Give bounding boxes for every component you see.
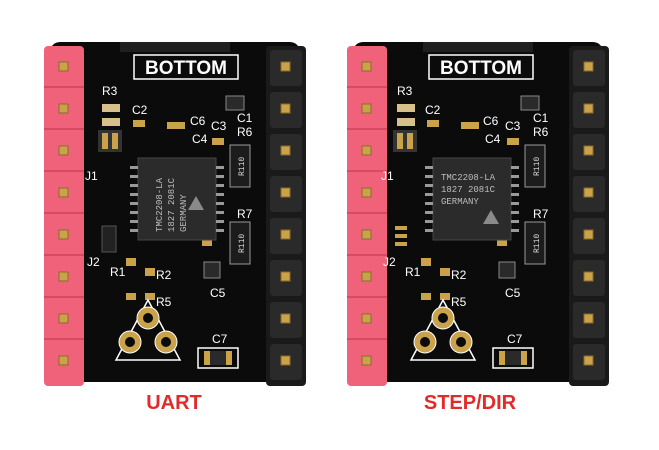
resistor-marking-bottom: R110 bbox=[238, 234, 247, 253]
label-c1: C1 bbox=[533, 111, 549, 125]
label-r7: R7 bbox=[533, 207, 549, 221]
uart-board: BOTTOM R3 C2 C6 C3 C4 C1 R6 J1 R7 J2 R1 … bbox=[44, 42, 306, 386]
pcb-edge bbox=[120, 42, 230, 52]
black-pin-header bbox=[569, 46, 609, 386]
label-r1: R1 bbox=[405, 265, 421, 279]
label-c3: C3 bbox=[211, 119, 227, 133]
label-c1: C1 bbox=[237, 111, 253, 125]
pink-pin-header bbox=[44, 46, 84, 386]
label-j2: J2 bbox=[87, 255, 100, 269]
label-r5: R5 bbox=[156, 295, 172, 309]
silkscreen-title: BOTTOM bbox=[440, 58, 522, 79]
label-c2: C2 bbox=[425, 103, 441, 117]
label-r2: R2 bbox=[156, 268, 172, 282]
label-c7: C7 bbox=[507, 332, 523, 346]
cap-c7 bbox=[492, 347, 534, 369]
step-dir-caption: STEP/DIR bbox=[423, 392, 517, 414]
sense-resistor-bottom: R110 bbox=[229, 221, 251, 265]
label-c4: C4 bbox=[485, 132, 501, 146]
chip-line-3: GERMANY bbox=[179, 194, 189, 232]
chip-logo-icon bbox=[483, 210, 499, 224]
chip-line-2: 1827 2081C bbox=[441, 185, 496, 195]
resistor-marking-bottom: R110 bbox=[533, 234, 542, 253]
label-r5: R5 bbox=[451, 295, 467, 309]
sense-resistor-top: R110 bbox=[524, 144, 546, 188]
triangle-pads bbox=[409, 298, 477, 361]
silkscreen-frame bbox=[133, 54, 239, 80]
label-c5: C5 bbox=[210, 286, 226, 300]
cap-c7 bbox=[197, 347, 239, 369]
label-r2: R2 bbox=[451, 268, 467, 282]
label-r1: R1 bbox=[110, 265, 126, 279]
label-r3: R3 bbox=[397, 84, 413, 98]
label-c6: C6 bbox=[190, 114, 206, 128]
chip-line-2: 1827 2081C bbox=[167, 177, 177, 232]
label-j1: J1 bbox=[85, 169, 98, 183]
chip-line-1: TMC2208-LA bbox=[155, 177, 165, 232]
resistor-marking-top: R110 bbox=[238, 157, 247, 176]
label-r3: R3 bbox=[102, 84, 118, 98]
smd-components bbox=[393, 95, 540, 300]
black-pin-header bbox=[266, 46, 306, 386]
label-r6: R6 bbox=[533, 125, 549, 139]
sense-resistor-top: R110 bbox=[229, 144, 251, 188]
pink-pin-header bbox=[347, 46, 387, 386]
silkscreen-title: BOTTOM bbox=[145, 58, 227, 79]
smd-components bbox=[98, 95, 245, 300]
label-c2: C2 bbox=[132, 103, 148, 117]
uart-caption: UART bbox=[146, 392, 202, 414]
label-r7: R7 bbox=[237, 207, 253, 221]
label-r6: R6 bbox=[237, 125, 253, 139]
chip-logo-icon bbox=[188, 196, 204, 210]
chip-line-1: TMC2208-LA bbox=[441, 173, 496, 183]
step-dir-board: BOTTOM R3 C2 C6 C3 C4 C1 R6 J1 R7 J2 R1 … bbox=[347, 42, 609, 386]
label-j1: J1 bbox=[381, 169, 394, 183]
sense-resistor-bottom: R110 bbox=[524, 221, 546, 265]
label-c7: C7 bbox=[212, 332, 228, 346]
chip-line-3: GERMANY bbox=[441, 197, 479, 207]
driver-chip: TMC2208-LA 1827 2081C GERMANY bbox=[425, 157, 519, 241]
label-j2: J2 bbox=[383, 255, 396, 269]
label-c3: C3 bbox=[505, 119, 521, 133]
label-c6: C6 bbox=[483, 114, 499, 128]
silkscreen-frame bbox=[428, 54, 534, 80]
triangle-pads bbox=[114, 298, 182, 361]
label-c5: C5 bbox=[505, 286, 521, 300]
resistor-marking-top: R110 bbox=[533, 157, 542, 176]
driver-chip: TMC2208-LA 1827 2081C GERMANY bbox=[130, 157, 224, 241]
label-c4: C4 bbox=[192, 132, 208, 146]
pcb-edge bbox=[423, 42, 533, 52]
